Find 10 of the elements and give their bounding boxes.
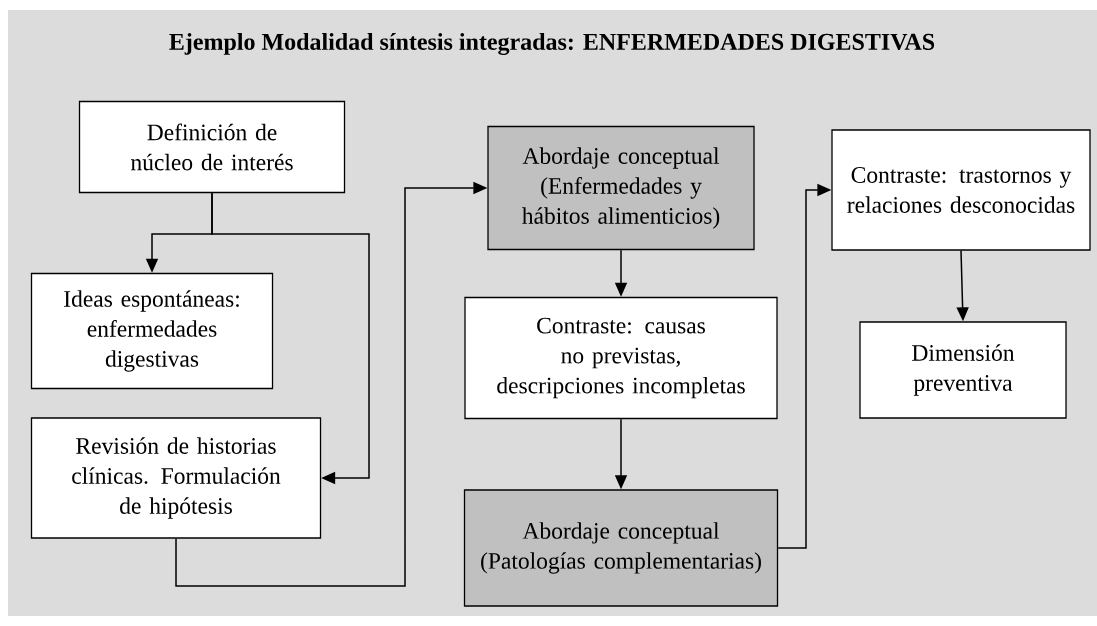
process-box: Contraste: causas no previstas, descripciones incompletas (464, 296, 778, 420)
concept-box: Abordaje conceptual (Patologías complementarias) (463, 489, 779, 607)
title: Ejemplo Modalidad síntesis integradas: ENFERMEDADES DIGESTIVAS (169, 33, 935, 55)
process-box: Dimensión preventiva (859, 321, 1067, 419)
process-box: Revisión de historias clínicas. Formulación de hipótesis (30, 417, 322, 539)
process-box: Contraste: trastornos y relaciones desconocidas (831, 129, 1091, 251)
process-box: Definición de núcleo de interés (78, 100, 346, 194)
process-box: Ideas espontáneas: enfermedades digestivas (30, 272, 274, 390)
arrow (211, 192, 370, 485)
concept-box: Abordaje conceptual (Enfermedades y hábitos alimenticios) (487, 125, 755, 251)
